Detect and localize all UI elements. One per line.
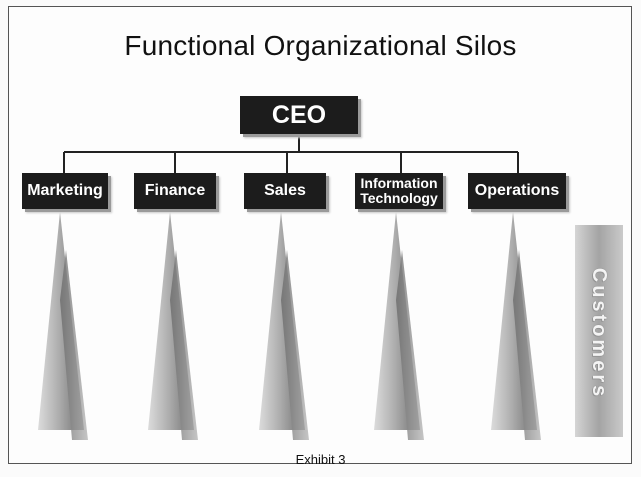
silo-operations <box>491 212 541 440</box>
silo-sales <box>259 212 309 440</box>
customers-label-wrap: Customers <box>573 228 625 438</box>
silo-finance <box>148 212 198 440</box>
customers-label: Customers <box>588 267 611 399</box>
dept-finance: Finance <box>134 173 216 209</box>
dept-marketing: Marketing <box>22 173 108 209</box>
silo-information-technology <box>374 212 424 440</box>
dept-information-technology: Information Technology <box>355 173 443 209</box>
customers-bar <box>575 225 623 437</box>
page-title: Functional Organizational Silos <box>124 30 517 61</box>
ceo-box: CEO <box>240 96 358 134</box>
dept-sales: Sales <box>244 173 326 209</box>
silo-marketing <box>38 212 88 440</box>
dept-operations: Operations <box>468 173 566 209</box>
exhibit-caption: Exhibit 3 <box>295 452 346 467</box>
